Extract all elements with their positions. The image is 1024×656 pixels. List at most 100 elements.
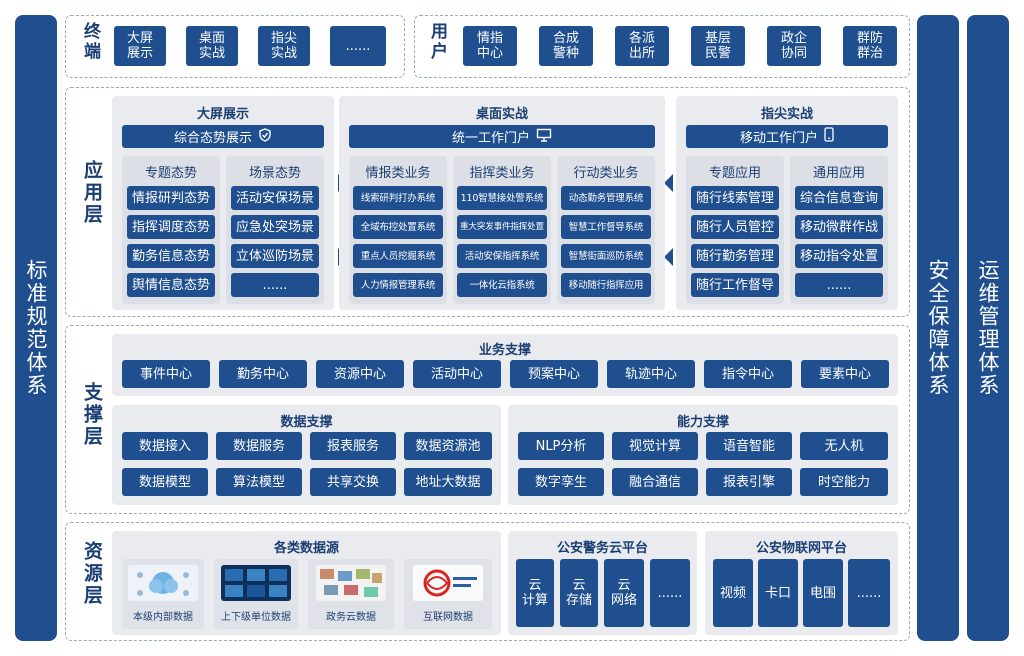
finger-title: 指尖实战 (760, 107, 813, 122)
cloud-item: 云 网络 (604, 559, 644, 627)
group-title: 指挥类业务 (469, 166, 535, 181)
finger-group-topic: 专题应用 随行线索管理 随行人员管控 随行勤务管理 随行工作督导 (686, 156, 784, 304)
user-item: 群防 群治 (843, 26, 897, 66)
app-item: 110智慧接处警系统 (457, 186, 547, 210)
application-layer-label: 应用层 (81, 160, 103, 226)
app-item: 动态勤务管理系统 (561, 186, 651, 210)
data-item: 数据服务 (216, 432, 302, 460)
app-item: 一体化云指系统 (457, 273, 547, 297)
finger-group-general: 通用应用 综合信息查询 移动微群作战 移动指令处置 ...... (790, 156, 888, 304)
data-item: 数据模型 (122, 468, 208, 496)
business-support-title: 业务支撑 (478, 343, 531, 358)
users-label: 用户 (427, 22, 447, 62)
user-item: 情指 中心 (463, 26, 517, 66)
app-item: 随行人员管控 (691, 215, 779, 239)
app-item: 智慧街面巡防系统 (561, 244, 651, 268)
iot-platform-title: 公安物联网平台 (755, 541, 847, 556)
iot-item: 卡口 (758, 559, 798, 627)
resource-layer-label: 资源层 (81, 541, 103, 607)
app-item: 综合信息查询 (795, 186, 883, 210)
police-cloud-title: 公安警务云平台 (556, 541, 648, 556)
app-item: 智慧工作督导系统 (561, 215, 651, 239)
app-item: 线索研判打办系统 (353, 186, 443, 210)
cloud-item: 云 计算 (516, 559, 554, 627)
user-item: 政企 协同 (767, 26, 821, 66)
datasource-caption: 上下级单位数据 (221, 612, 291, 623)
app-item: 重点人员挖掘系统 (353, 244, 443, 268)
ability-item: 报表引擎 (706, 468, 792, 496)
screen-title: 大屏展示 (196, 107, 249, 122)
shield-icon (258, 127, 272, 146)
desk-bar: 统一工作门户 (349, 125, 655, 148)
terminal-item: 桌面 实战 (186, 26, 238, 66)
desk-group-command: 指挥类业务 110智慧接处警系统 重大突发事件指挥处置 活动安保指挥系统 一体化… (453, 156, 551, 304)
data-item: 数据资源池 (404, 432, 492, 460)
police-cloud-panel: 公安警务云平台 云 计算 云 存储 云 网络 ...... (508, 531, 697, 635)
business-support-panel: 业务支撑 事件中心 勤务中心 资源中心 活动中心 预案中心 轨迹中心 指令中心 … (112, 334, 898, 396)
terminal-section: 终端 大屏 展示 桌面 实战 指尖 实战 ...... (65, 15, 405, 78)
app-item: ...... (795, 273, 883, 297)
data-item: 报表服务 (310, 432, 396, 460)
iot-item: ...... (848, 559, 890, 627)
datasource-caption: 互联网数据 (423, 612, 473, 623)
cloud-item: ...... (650, 559, 690, 627)
finger-bar-label: 移动工作门户 (739, 131, 818, 146)
ops-system-label: 运维管理体系 (976, 259, 1000, 397)
app-item: 全域布控处置系统 (353, 215, 443, 239)
ability-item: 语音智能 (706, 432, 792, 460)
app-item: ...... (231, 273, 319, 297)
business-item: 预案中心 (510, 360, 598, 388)
ability-item: 无人机 (800, 432, 888, 460)
cloud-data-icon (128, 565, 198, 601)
app-item: 随行线索管理 (691, 186, 779, 210)
user-item: 各派 出所 (615, 26, 669, 66)
standards-system-label: 标准规范体系 (24, 259, 48, 397)
app-item: 移动微群作战 (795, 215, 883, 239)
security-system-bar: 安全保障体系 (917, 15, 959, 641)
app-item: 重大突发事件指挥处置 (457, 215, 547, 239)
app-item: 活动安保场景 (231, 186, 319, 210)
app-item: 人力情报管理系统 (353, 273, 443, 297)
desk-bar-label: 统一工作门户 (451, 131, 530, 146)
business-item: 要素中心 (801, 360, 889, 388)
business-item: 事件中心 (122, 360, 210, 388)
desk-group-action: 行动类业务 动态勤务管理系统 智慧工作督导系统 智慧街面巡防系统 移动随行指挥应… (557, 156, 655, 304)
app-item: 随行工作督导 (691, 273, 779, 297)
data-support-title: 数据支撑 (280, 415, 333, 430)
group-title: 情报类业务 (365, 166, 431, 181)
app-item: 舆情信息态势 (127, 273, 215, 297)
screen-bar-label: 综合态势展示 (173, 131, 252, 146)
group-title: 通用应用 (812, 166, 865, 181)
phone-icon (824, 127, 834, 146)
data-item: 数据接入 (122, 432, 208, 460)
terminal-item: 大屏 展示 (114, 26, 166, 66)
app-item: 活动安保指挥系统 (457, 244, 547, 268)
app-item: 移动随行指挥应用 (561, 273, 651, 297)
datasource-tile: 本级内部数据 (122, 559, 204, 629)
datasource-tile: 上下级单位数据 (214, 559, 298, 629)
application-layer: 应用层 大屏展示 综合态势展示 专题态势 情报研判态势 指挥调度态势 勤务信息态… (65, 87, 910, 317)
finger-panel: 指尖实战 移动工作门户 专题应用 随行线索管理 随行人员管控 随行勤务管理 随行… (676, 96, 898, 310)
desk-title: 桌面实战 (475, 107, 528, 122)
data-support-panel: 数据支撑 数据接入 数据服务 报表服务 数据资源池 数据模型 算法模型 共享交换… (112, 405, 501, 505)
terminal-item: ...... (330, 26, 386, 66)
support-layer-label: 支撑层 (81, 382, 103, 448)
data-item: 算法模型 (216, 468, 302, 496)
terminal-label: 终端 (80, 22, 100, 62)
support-layer: 支撑层 业务支撑 事件中心 勤务中心 资源中心 活动中心 预案中心 轨迹中心 指… (65, 325, 910, 514)
app-item: 情报研判态势 (127, 186, 215, 210)
desk-group-intel: 情报类业务 线索研判打办系统 全域布控处置系统 重点人员挖掘系统 人力情报管理系… (349, 156, 447, 304)
app-item: 应急处突场景 (231, 215, 319, 239)
ability-item: 融合通信 (612, 468, 698, 496)
datasource-tile: 互联网数据 (404, 559, 492, 629)
internet-data-icon (413, 565, 483, 601)
gov-cloud-data-icon (316, 565, 386, 601)
datasource-panel: 各类数据源 本级内部数据 上下级单位数据 政务云数据 互联网数据 (112, 531, 501, 635)
network-data-icon (221, 565, 291, 601)
app-item: 移动指令处置 (795, 244, 883, 268)
screen-panel: 大屏展示 综合态势展示 专题态势 情报研判态势 指挥调度态势 勤务信息态势 舆情… (112, 96, 334, 310)
data-item: 共享交换 (310, 468, 396, 496)
user-item: 合成 警种 (539, 26, 593, 66)
screen-group-scene: 场景态势 活动安保场景 应急处突场景 立体巡防场景 ...... (226, 156, 324, 304)
ability-support-title: 能力支撑 (676, 415, 729, 430)
